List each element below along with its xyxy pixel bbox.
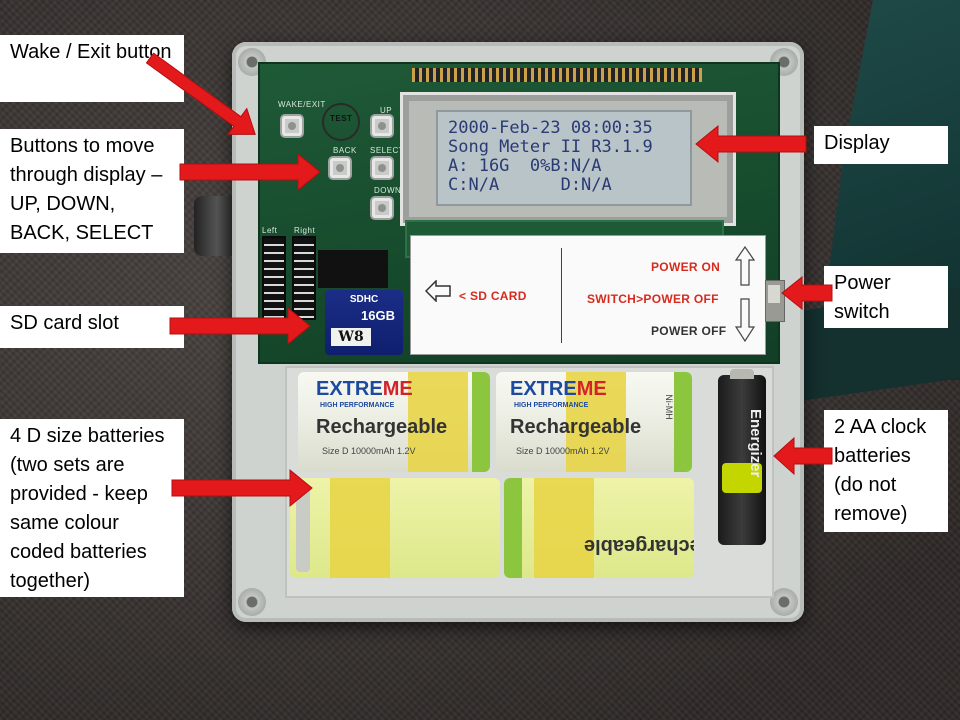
- green-end: [674, 372, 692, 472]
- green-end: [472, 372, 490, 472]
- battery-type: Rechargeable: [510, 416, 642, 438]
- arrow-sd-slot: [169, 306, 311, 346]
- dip-switch-left[interactable]: [262, 236, 286, 320]
- up-button[interactable]: [372, 116, 392, 136]
- battery-performance: HIGH PERFORMANCE: [320, 402, 395, 409]
- sd-sticker: W8: [331, 328, 371, 346]
- arrow-wake-exit: [145, 52, 256, 135]
- label-sd-slot: SD card slot: [0, 306, 184, 348]
- select-button[interactable]: [372, 158, 392, 178]
- down-arrow-icon: [735, 298, 755, 342]
- sd-capacity: 16GB: [361, 308, 395, 323]
- lcd-line-1: 2000-Feb-23 08:00:35: [448, 118, 653, 138]
- dip-switch-right[interactable]: [292, 236, 316, 320]
- left-arrow-icon: [425, 280, 451, 302]
- silk-down: DOWN: [374, 186, 402, 195]
- silk-left: Left: [262, 226, 278, 235]
- lcd-line-2: Song Meter II R3.1.9: [448, 137, 653, 157]
- header-pins: [412, 68, 702, 82]
- battery-size: Size D 10000mAh 1.2V: [516, 446, 610, 456]
- battery-performance: HIGH PERFORMANCE: [514, 402, 589, 409]
- battery-size: Size D 10000mAh 1.2V: [322, 446, 416, 456]
- battery-type: Rechargeable: [316, 416, 448, 438]
- lcd-line-4: C:N/A D:N/A: [448, 175, 612, 195]
- wake-exit-button[interactable]: [282, 116, 302, 136]
- yellow-band: [566, 372, 626, 472]
- label-power-switch: Power switch: [824, 266, 948, 328]
- corner-screw: [770, 588, 798, 616]
- label-d-batteries: 4 D size batteries (two sets are provide…: [0, 419, 184, 597]
- aa-battery: Energizer: [718, 369, 766, 545]
- yellow-band: [330, 478, 390, 578]
- arrow-nav-buttons: [179, 152, 321, 192]
- d-battery-bottom-right: Rechargeable: [504, 478, 694, 578]
- aa-cap: [730, 369, 754, 379]
- silk-up: UP: [380, 106, 393, 115]
- yellow-band: [534, 478, 594, 578]
- sd-socket: [318, 250, 388, 288]
- label-wake-exit: Wake / Exit button: [0, 35, 184, 102]
- silk-select: SELECT: [370, 146, 405, 155]
- d-battery-top-left: EXTREME HIGH PERFORMANCE Rechargeable Si…: [298, 372, 490, 472]
- green-end: [504, 478, 522, 578]
- placard-sd-card: < SD CARD: [459, 289, 527, 303]
- lcd-display: 2000-Feb-23 08:00:35 Song Meter II R3.1.…: [436, 110, 692, 206]
- silk-back: BACK: [333, 146, 357, 155]
- yellow-band: [408, 372, 468, 472]
- label-nav-buttons: Buttons to move through display – UP, DO…: [0, 129, 184, 253]
- back-button[interactable]: [330, 158, 350, 178]
- power-switch[interactable]: [765, 280, 785, 322]
- lcd-line-3: A: 16G 0%B:N/A: [448, 156, 602, 176]
- arrow-aa-batteries: [773, 436, 833, 476]
- silk-test: TEST: [330, 114, 353, 123]
- arrow-display: [695, 124, 807, 164]
- silk-wake-exit: WAKE/EXIT: [278, 100, 326, 109]
- down-button[interactable]: [372, 198, 392, 218]
- silk-right: Right: [294, 226, 316, 235]
- aa-lime-stripe: [722, 463, 762, 493]
- up-arrow-icon: [735, 246, 755, 286]
- instruction-placard: < SD CARD POWER ON SWITCH>POWER OFF POWE…: [410, 235, 766, 355]
- label-display: Display: [814, 126, 948, 164]
- test-button-outline: [322, 103, 360, 141]
- sd-brand-mark: SDHC: [349, 294, 379, 305]
- placard-power-on: POWER ON: [651, 260, 721, 274]
- placard-power-off: POWER OFF: [651, 324, 727, 338]
- arrow-d-batteries: [171, 468, 313, 508]
- arrow-power-switch: [781, 275, 833, 311]
- d-battery-top-right: EXTREME HIGH PERFORMANCE Rechargeable Si…: [496, 372, 692, 472]
- power-switch-knob[interactable]: [768, 285, 780, 303]
- label-aa-batteries: 2 AA clock batteries (do not remove): [824, 410, 948, 532]
- battery-brand: EXTREME: [510, 378, 607, 400]
- d-battery-bottom-left: [290, 478, 500, 578]
- battery-brand: EXTREME: [316, 378, 413, 400]
- sd-card[interactable]: SDHC 16GB W8: [325, 290, 403, 355]
- corner-screw: [238, 588, 266, 616]
- battery-cap: [296, 484, 310, 572]
- placard-switch-power-off: SWITCH>POWER OFF: [587, 292, 719, 306]
- placard-divider: [561, 248, 562, 343]
